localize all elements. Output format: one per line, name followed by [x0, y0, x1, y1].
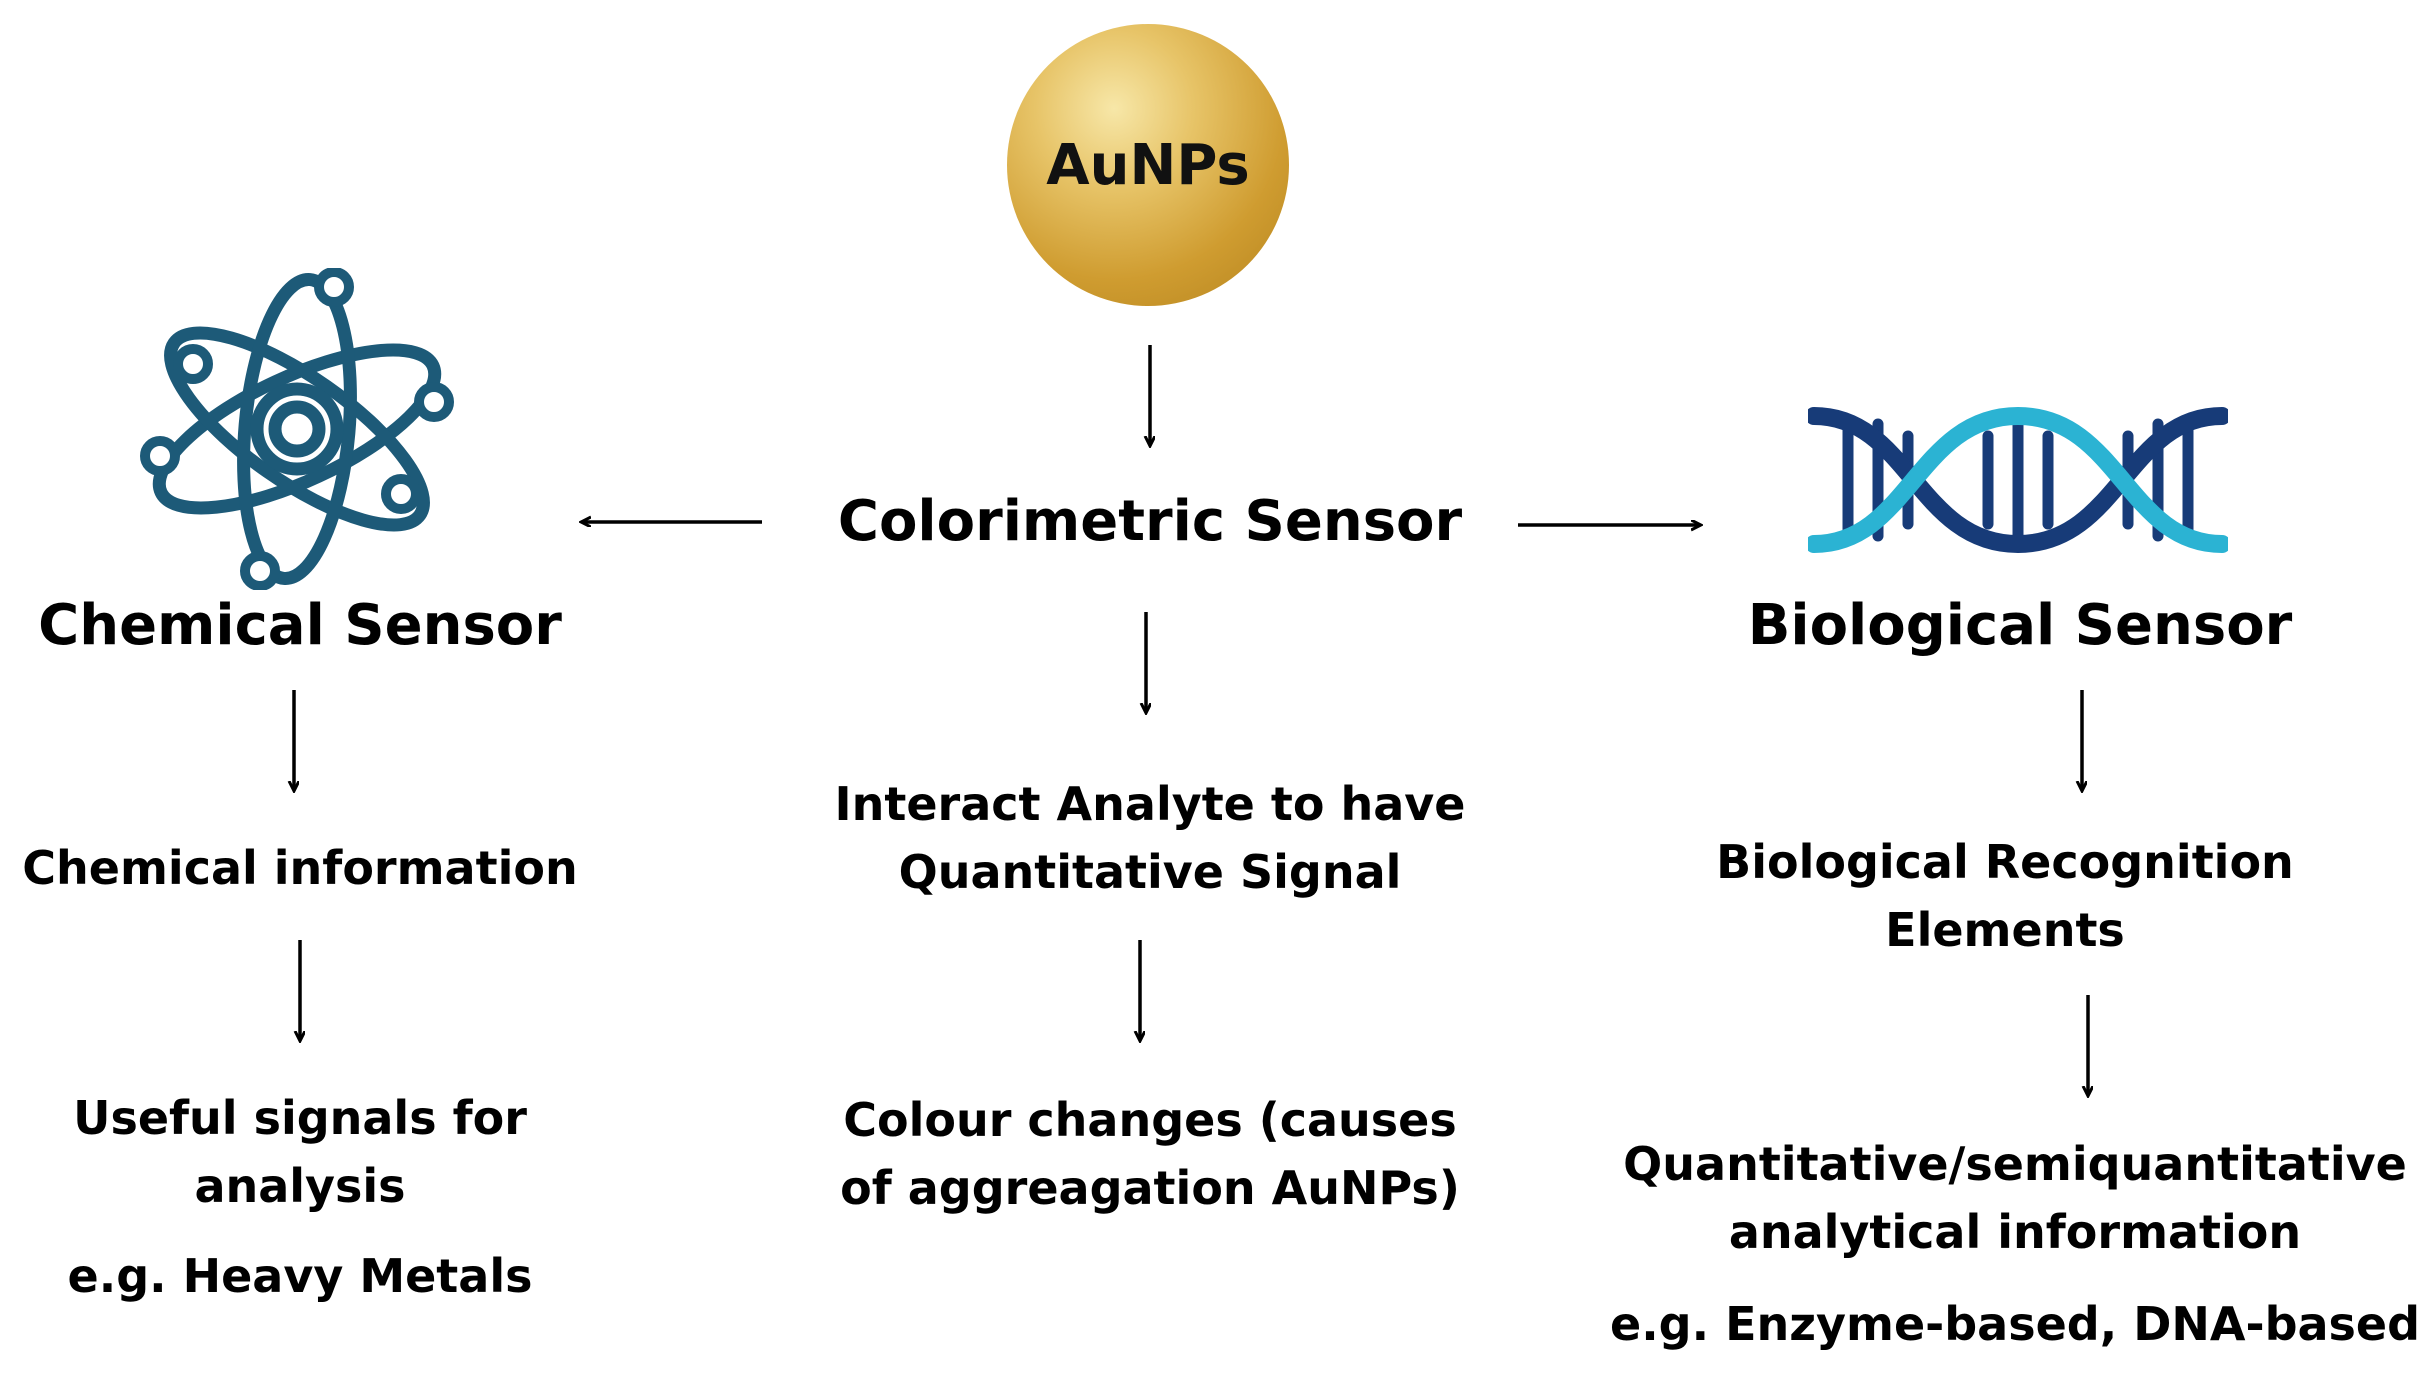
right-example-text: e.g. Enzyme-based, DNA-based: [1610, 1297, 2420, 1351]
aunps-badge: AuNPs: [1007, 24, 1289, 306]
center-step2-line2: of aggreagation AuNPs): [840, 1161, 1460, 1215]
atom-icon: [140, 268, 454, 590]
center-step1-line2: Quantitative Signal: [898, 845, 1402, 899]
center-step2-text: Colour changes (causes of aggreagation A…: [700, 1086, 1600, 1222]
left-example-text: e.g. Heavy Metals: [67, 1249, 533, 1303]
biological-sensor-title: Biological Sensor: [1747, 593, 2293, 658]
center-step1-text: Interact Analyte to have Quantitative Si…: [700, 770, 1600, 906]
colorimetric-sensor-title: Colorimetric Sensor: [837, 489, 1463, 554]
dna-icon: [1808, 406, 2228, 554]
right-step2-text: Quantitative/semiquantitative analytical…: [1610, 1130, 2420, 1266]
right-step1-text: Biological Recognition Elements: [1640, 828, 2370, 964]
center-step2-line1: Colour changes (causes: [843, 1093, 1457, 1147]
left-step1-text: Chemical information: [22, 841, 578, 895]
aunps-label: AuNPs: [1046, 132, 1250, 198]
left-step2-line1: Useful signals for: [73, 1091, 527, 1145]
right-step1-line2: Elements: [1885, 903, 2125, 957]
left-step2-line2: analysis: [194, 1159, 406, 1213]
right-step1-line1: Biological Recognition: [1716, 835, 2294, 889]
right-step2-line2: analytical information: [1728, 1205, 2302, 1259]
center-step1-line1: Interact Analyte to have: [834, 777, 1466, 831]
left-step2-text: Useful signals for analysis: [0, 1084, 600, 1220]
chemical-sensor-title: Chemical Sensor: [38, 593, 562, 658]
right-step2-line1: Quantitative/semiquantitative: [1623, 1137, 2407, 1191]
